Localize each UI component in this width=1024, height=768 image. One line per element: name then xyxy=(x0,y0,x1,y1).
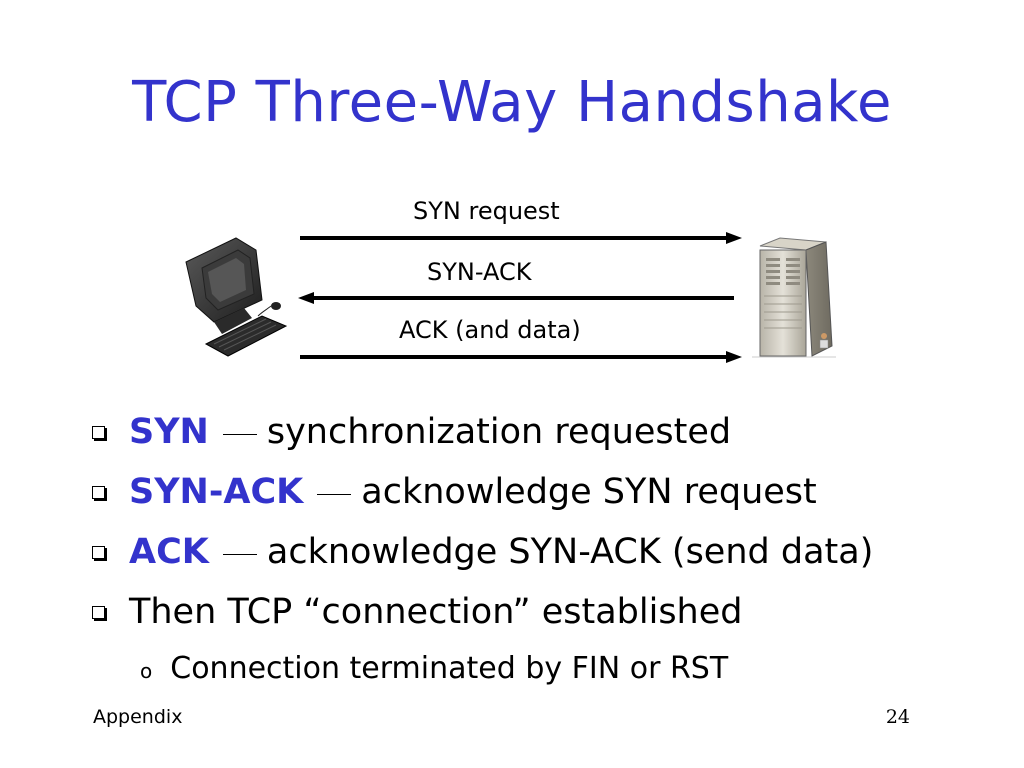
bullet-term: ACK xyxy=(129,532,209,572)
bullet-syn-ack: SYN-ACK acknowledge SYN request xyxy=(90,462,990,522)
em-dash xyxy=(222,433,257,435)
square-bullet-icon xyxy=(92,545,105,559)
syn-request-label: SYN request xyxy=(413,197,560,225)
sub-bullet-text: Connection terminated by FIN or RST xyxy=(170,650,729,686)
footer-section-label: Appendix xyxy=(93,706,183,728)
em-dash xyxy=(317,493,352,495)
page-number: 24 xyxy=(885,706,910,728)
bullet-list: SYN synchronization requested SYN-ACK ac… xyxy=(90,402,990,694)
bullet-text: acknowledge SYN request xyxy=(361,472,817,512)
bullet-ack: ACK acknowledge SYN-ACK (send data) xyxy=(90,522,990,582)
em-dash xyxy=(222,553,257,555)
sub-bullet-marker: o xyxy=(140,659,153,683)
handshake-diagram-svg xyxy=(185,232,836,363)
bullet-connection-established: Then TCP “connection” established xyxy=(90,582,990,642)
arrow-ack xyxy=(300,351,742,363)
square-bullet-icon xyxy=(92,485,105,499)
syn-ack-label: SYN-ACK xyxy=(427,258,532,286)
bullet-term: SYN xyxy=(129,412,209,452)
sub-bullet-termination: o Connection terminated by FIN or RST xyxy=(90,642,990,694)
bullet-text: synchronization requested xyxy=(266,412,732,452)
bullet-text: Then TCP “connection” established xyxy=(129,592,743,632)
bullet-text: acknowledge SYN-ACK (send data) xyxy=(266,532,874,572)
slide-title: TCP Three-Way Handshake xyxy=(132,70,892,135)
square-bullet-icon xyxy=(92,425,105,439)
arrow-syn-request xyxy=(300,232,742,244)
handshake-diagram: SYN request SYN-ACK ACK (and data) xyxy=(185,197,836,363)
square-bullet-icon xyxy=(92,605,105,619)
arrow-syn-ack xyxy=(298,292,734,304)
bullet-term: SYN-ACK xyxy=(129,472,304,512)
desktop-computer-icon xyxy=(185,237,288,357)
bullet-syn: SYN synchronization requested xyxy=(90,402,990,462)
ack-label: ACK (and data) xyxy=(399,316,581,344)
server-tower-icon xyxy=(752,237,836,358)
